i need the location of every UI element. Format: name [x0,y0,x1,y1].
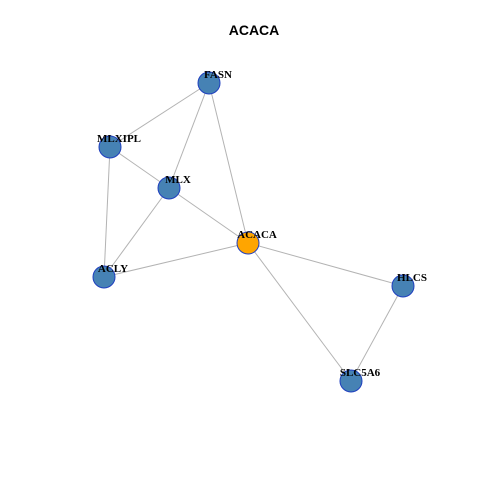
node-label: ACLY [98,263,128,275]
edge-acaca-hlcs [247,242,404,287]
node-label: FASN [204,69,232,81]
edges-layer [103,82,404,382]
node-circle[interactable] [391,274,415,298]
node-mlxipl[interactable]: MLXIPL [97,133,141,159]
edge-fasn-mlx [168,82,210,189]
node-acaca[interactable]: ACACA [236,229,277,255]
node-mlx[interactable]: MLX [157,174,191,200]
node-circle[interactable] [197,71,221,95]
edge-mlx-acly [103,187,170,278]
edge-fasn-acaca [208,82,249,244]
edge-mlx-acaca [168,187,249,244]
node-circle[interactable] [339,369,363,393]
node-label: ACACA [237,229,277,241]
node-slc5a6[interactable]: SLC5A6 [339,367,381,393]
node-label: HLCS [397,272,427,284]
node-circle[interactable] [92,265,116,289]
node-label: SLC5A6 [340,367,381,379]
edge-acly-acaca [103,242,249,278]
node-circle[interactable] [157,176,181,200]
edge-mlxipl-acly [103,146,111,278]
nodes-layer: FASN MLXIPL MLX ACACA ACLY HLCS SLC5A6 [92,69,427,393]
node-label: MLX [165,174,191,186]
node-hlcs[interactable]: HLCS [391,272,427,298]
edge-mlxipl-mlx [109,146,170,189]
node-circle[interactable] [236,231,260,255]
node-fasn[interactable]: FASN [197,69,232,95]
edge-hlcs-slc5a6 [350,285,404,382]
edge-fasn-mlxipl [109,82,210,148]
node-circle[interactable] [98,135,122,159]
graph-title: ACACA [229,22,280,38]
node-label: MLXIPL [97,133,141,145]
edge-acaca-slc5a6 [247,242,352,382]
node-acly[interactable]: ACLY [92,263,128,289]
